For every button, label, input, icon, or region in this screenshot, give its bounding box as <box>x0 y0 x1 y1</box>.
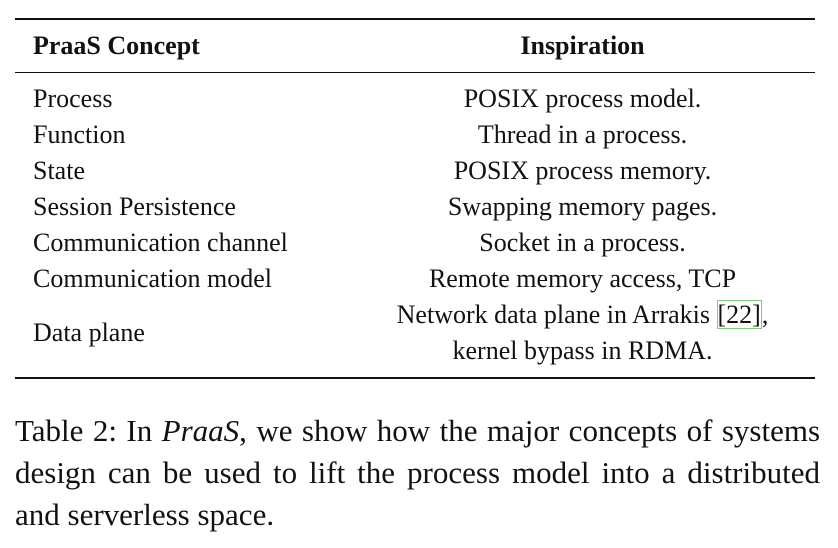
inspiration-cell: POSIX process memory. <box>453 156 712 185</box>
inspiration-punctuation: , <box>761 300 769 329</box>
concept-cell: Session Persistence <box>33 192 236 221</box>
table-row: Process POSIX process model. <box>15 81 815 117</box>
table-header-rule <box>15 72 815 73</box>
caption-prefix: Table 2: In <box>15 413 162 448</box>
inspiration-line-1: Network data plane in Arrakis [22], <box>350 297 815 333</box>
concept-cell: Process <box>33 84 113 113</box>
table-row: Function Thread in a process. <box>15 117 815 153</box>
concept-cell: Function <box>33 120 126 149</box>
header-inspiration: Inspiration <box>520 31 645 60</box>
table-header-row: PraaS Concept Inspiration <box>15 20 815 72</box>
inspiration-cell: POSIX process model. <box>463 84 702 113</box>
caption-suffix: , we show how the major concepts of syst… <box>15 413 821 532</box>
inspiration-cell: Network data plane in Arrakis [22], kern… <box>350 297 815 369</box>
inspiration-cell: Swapping memory pages. <box>447 192 718 221</box>
table-row: Communication channel Socket in a proces… <box>15 225 815 261</box>
concept-cell: Data plane <box>33 318 145 347</box>
inspiration-cell: Socket in a process. <box>479 228 686 257</box>
table-row: Data plane Network data plane in Arrakis… <box>15 297 815 369</box>
table-row: Session Persistence Swapping memory page… <box>15 189 815 225</box>
table-row: Communication model Remote memory access… <box>15 261 815 297</box>
table-top-rule <box>15 18 815 20</box>
concept-cell: Communication model <box>33 264 273 293</box>
inspiration-cell: Remote memory access, TCP <box>428 264 737 293</box>
concept-cell: State <box>33 156 85 185</box>
inspiration-cell: Thread in a process. <box>477 120 688 149</box>
table-bottom-rule <box>15 377 815 379</box>
inspiration-line-2: kernel bypass in RDMA. <box>452 336 713 365</box>
inspiration-text: Network data plane in Arrakis <box>396 300 717 329</box>
table-row: State POSIX process memory. <box>15 153 815 189</box>
concept-table: PraaS Concept Inspiration Process POSIX … <box>15 18 815 379</box>
caption-emphasis: PraaS <box>161 413 240 448</box>
citation-link[interactable]: [22] <box>716 300 762 329</box>
header-praas-concept: PraaS Concept <box>33 31 200 60</box>
table-caption: Table 2: In PraaS, we show how the major… <box>15 410 820 536</box>
concept-cell: Communication channel <box>33 228 288 257</box>
table-body: Process POSIX process model. Function Th… <box>15 73 815 377</box>
